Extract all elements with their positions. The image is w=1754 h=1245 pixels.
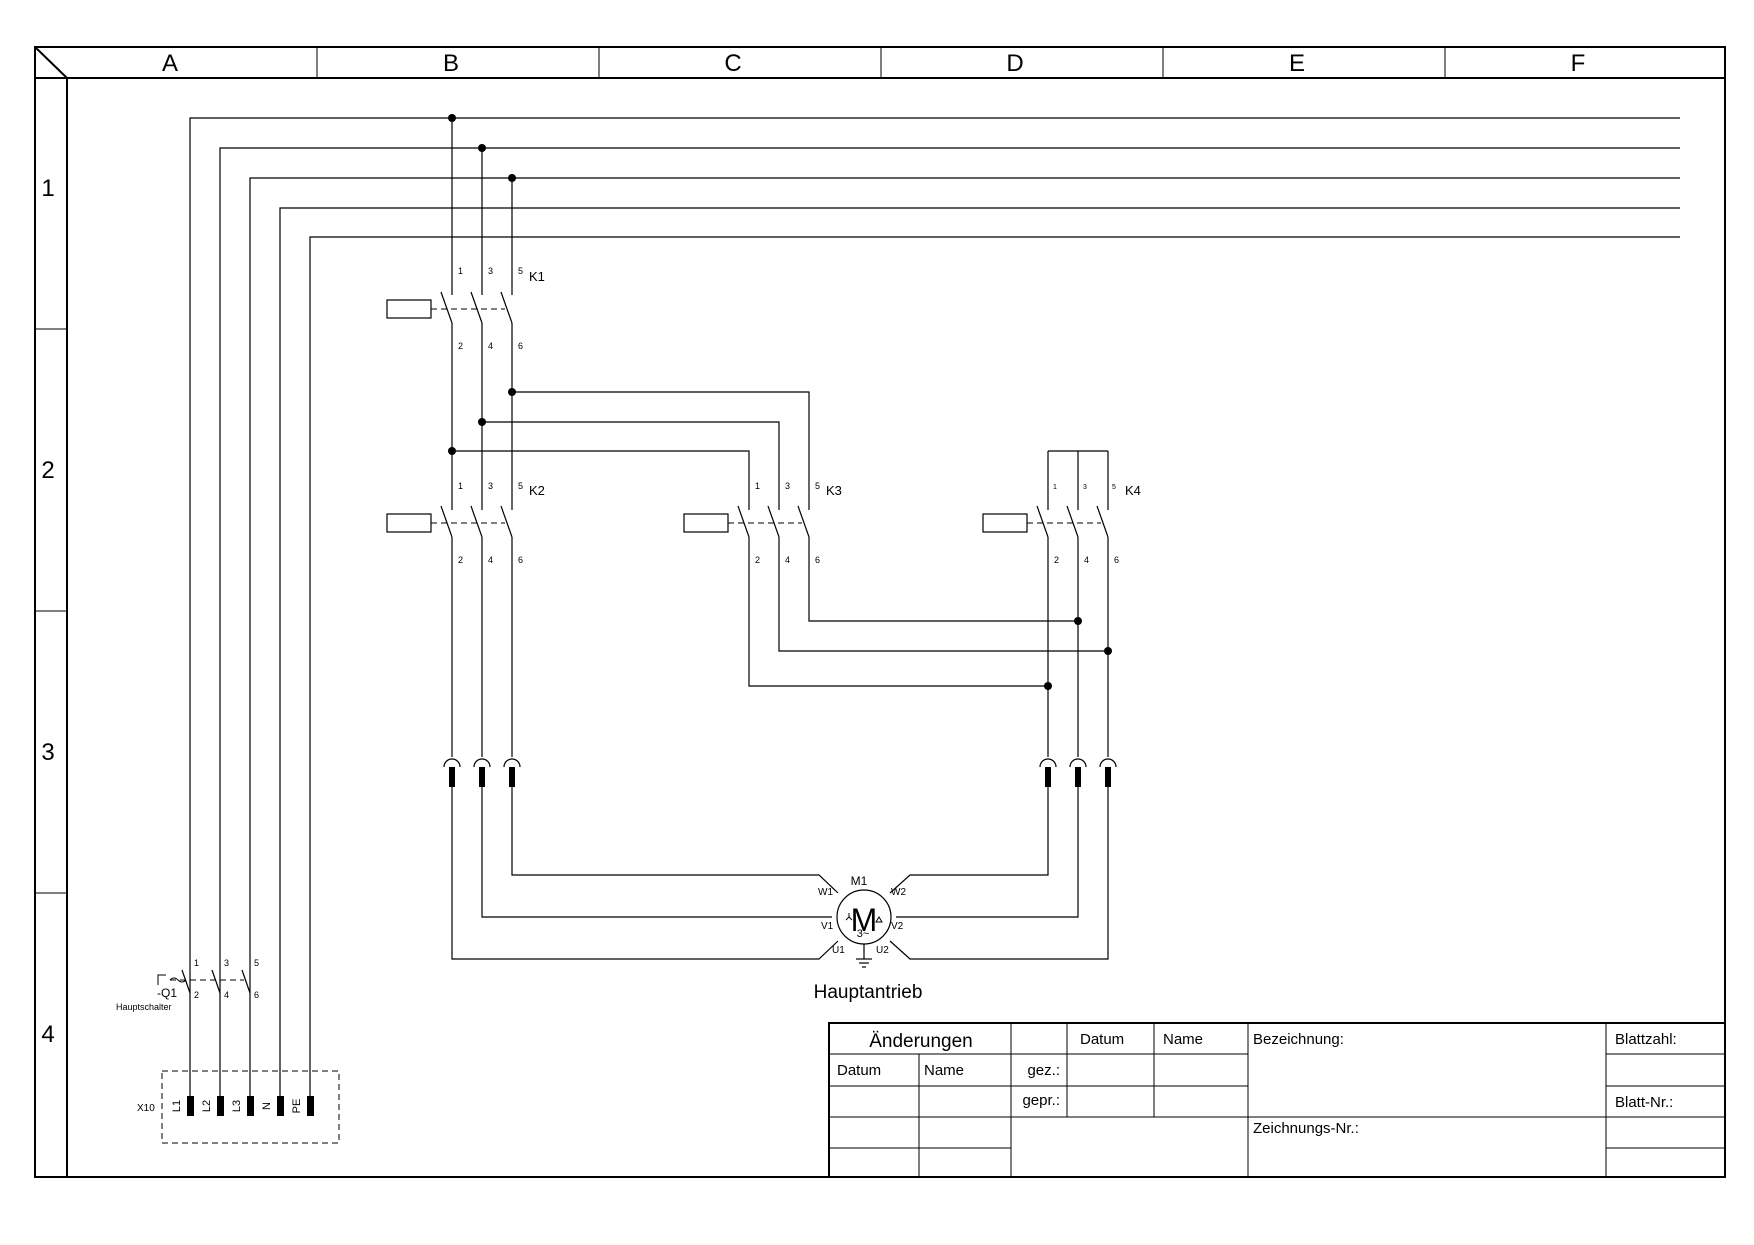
q1-pin-6: 6 [254, 990, 259, 1000]
motor-terminal-w2: W2 [891, 887, 906, 898]
motor-caption: Hauptantrieb [814, 982, 923, 1003]
tb-date-header: Datum [1080, 1031, 1124, 1048]
tb-drawing-no: Zeichnungs-Nr.: [1253, 1120, 1359, 1137]
k1-pin-1: 1 [458, 266, 463, 276]
k1-pin-2: 2 [458, 341, 463, 351]
k4-pin-3: 3 [1083, 484, 1087, 491]
k4-pin-1: 1 [1053, 484, 1057, 491]
k2-label: K2 [529, 483, 545, 498]
row-label-1: 1 [41, 175, 54, 202]
terminal-l2: L2 [201, 1100, 213, 1112]
contactor-k3: 1 3 5 2 4 6 K3 [683, 481, 1108, 687]
column-label-f: F [1571, 50, 1586, 77]
motor-m1: M 3~ M1 W1 V1 U1 W2 V2 U2 Hauptantrieb [814, 874, 923, 1003]
k3-pin-6: 6 [815, 555, 820, 565]
terminal-strip-x10: X10 L1 L2 L3 N PE [137, 1070, 340, 1144]
k3-pin-3: 3 [785, 481, 790, 491]
column-label-b: B [443, 50, 459, 77]
column-label-a: A [162, 50, 178, 77]
bus-bars [189, 114, 1680, 1098]
q1-pin-4: 4 [224, 990, 229, 1000]
terminal-pe: PE [291, 1099, 303, 1114]
motor-terminal-v2: V2 [891, 921, 904, 932]
k1-pin-4: 4 [488, 341, 493, 351]
plug-connectors [443, 758, 1117, 787]
q1-pin-3: 3 [224, 958, 229, 968]
tb-designation: Bezeichnung: [1253, 1031, 1344, 1048]
column-label-d: D [1006, 50, 1023, 77]
motor-terminal-v1: V1 [821, 921, 834, 932]
title-block: Änderungen Datum Name Datum Name gez.: g… [828, 1022, 1726, 1178]
k1-pin-5: 5 [518, 266, 523, 276]
main-switch-q1: 1 3 5 2 4 6 -Q1 Hauptschalter [116, 958, 259, 1012]
contactor-k4: 1 3 5 2 4 6 K4 [982, 450, 1141, 757]
q1-pin-2: 2 [194, 990, 199, 1000]
k4-pin-5: 5 [1112, 484, 1116, 491]
tb-changes-date: Datum [837, 1062, 881, 1079]
tb-changes: Änderungen [869, 1031, 973, 1052]
motor-terminal-w1: W1 [818, 887, 833, 898]
k4-pin-6: 6 [1114, 555, 1119, 565]
k2-pin-5: 5 [518, 481, 523, 491]
q1-description: Hauptschalter [116, 1002, 172, 1012]
k3-pin-2: 2 [755, 555, 760, 565]
motor-wiring [451, 787, 1109, 960]
drawing-frame [34, 46, 1726, 1178]
tb-sheet-no: Blatt-Nr.: [1615, 1094, 1673, 1111]
k2-pin-3: 3 [488, 481, 493, 491]
k3-pin-4: 4 [785, 555, 790, 565]
k3-pin-5: 5 [815, 481, 820, 491]
k4-label: K4 [1125, 483, 1141, 498]
column-label-e: E [1289, 50, 1305, 77]
motor-terminal-u2: U2 [876, 945, 889, 956]
k2-pin-2: 2 [458, 555, 463, 565]
tb-changes-name: Name [924, 1062, 964, 1079]
k3-pin-1: 1 [755, 481, 760, 491]
x10-label: X10 [137, 1103, 155, 1114]
ground-icon [856, 944, 872, 968]
terminal-l3: L3 [231, 1100, 243, 1112]
motor-phase: 3~ [857, 928, 870, 940]
tb-name-header: Name [1163, 1031, 1203, 1048]
k1-label: K1 [529, 269, 545, 284]
k2-pin-1: 1 [458, 481, 463, 491]
q1-pin-5: 5 [254, 958, 259, 968]
row-labels: 1 2 3 4 [41, 175, 54, 1048]
star-icon [845, 913, 853, 921]
k1-pin-6: 6 [518, 341, 523, 351]
motor-terminal-u1: U1 [832, 945, 845, 956]
k4-pin-2: 2 [1054, 555, 1059, 565]
motor-symbol: M [851, 902, 878, 938]
tb-drawn: gez.: [1027, 1062, 1060, 1079]
tb-sheet-count: Blattzahl: [1615, 1031, 1677, 1048]
q1-label: -Q1 [157, 986, 177, 1000]
contactor-k1: 1 3 5 2 4 6 K1 [386, 118, 545, 510]
row-label-4: 4 [41, 1021, 54, 1048]
k2-pin-4: 4 [488, 555, 493, 565]
k3-label: K3 [826, 483, 842, 498]
row-label-2: 2 [41, 457, 54, 484]
row-label-3: 3 [41, 739, 54, 766]
k4-pin-4: 4 [1084, 555, 1089, 565]
q1-pin-1: 1 [194, 958, 199, 968]
k1-to-k3-wiring [448, 388, 810, 510]
terminal-l1: L1 [171, 1100, 183, 1112]
column-label-c: C [724, 50, 741, 77]
k2-pin-6: 6 [518, 555, 523, 565]
column-labels: A B C D E F [162, 50, 1585, 77]
terminal-n: N [261, 1102, 273, 1110]
k1-pin-3: 3 [488, 266, 493, 276]
delta-icon [875, 916, 883, 923]
motor-label: M1 [851, 874, 868, 888]
tb-checked: gepr.: [1022, 1092, 1060, 1109]
contactor-k2: 1 3 5 2 4 6 K2 [386, 481, 545, 757]
